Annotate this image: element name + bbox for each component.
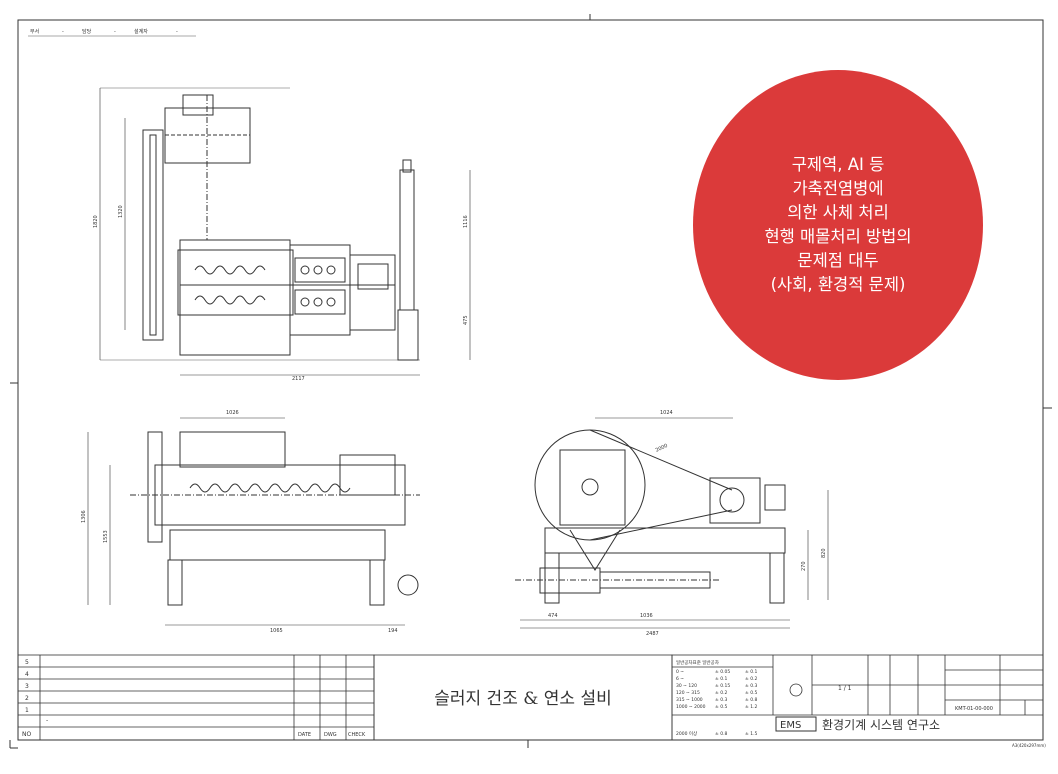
svg-text:1024: 1024 bbox=[660, 410, 673, 416]
revision-label-no: NO bbox=[22, 731, 31, 738]
svg-text:1036: 1036 bbox=[640, 613, 653, 619]
drawing-number: KMT-01-00-000 bbox=[955, 706, 993, 712]
tolerance-table: 일반공차표준 일반공차 0 ~ ± 0.05 ± 0.1 6 ~ ± 0.1 ±… bbox=[676, 659, 757, 737]
revision-row-dash: - bbox=[46, 717, 48, 724]
callout-line: 의한 사체 처리 bbox=[787, 203, 889, 222]
svg-text:1116: 1116 bbox=[463, 215, 469, 228]
svg-text:± 0.3: ± 0.3 bbox=[715, 697, 727, 703]
hopper bbox=[179, 431, 286, 468]
front-view-dimensions: 1026 1065 194 1306 1553 bbox=[81, 410, 398, 634]
sheet-size: A3(420x297mm) bbox=[1012, 743, 1046, 748]
svg-text:± 0.2: ± 0.2 bbox=[745, 676, 757, 682]
column-header-date: DATE bbox=[298, 732, 311, 738]
company-name: 환경기계 시스템 연구소 bbox=[822, 718, 940, 732]
svg-text:270: 270 bbox=[801, 561, 807, 571]
svg-text:일반공차표준 일반공차: 일반공차표준 일반공차 bbox=[676, 659, 720, 666]
title-block-info: 1 / 1 KMT-01-00-000 A3(420x297mm) EMS 환경… bbox=[780, 683, 1046, 748]
front-view-drawing bbox=[87, 417, 420, 626]
revision-marks: 5 4 3 2 1 NO - DATE DWG CHECK bbox=[22, 659, 366, 738]
title-block bbox=[17, 654, 1044, 741]
svg-text:설계자: 설계자 bbox=[134, 28, 148, 35]
top-view-drawing bbox=[99, 87, 471, 376]
side-view-drawing bbox=[515, 417, 829, 629]
svg-text:475: 475 bbox=[463, 315, 469, 325]
callout-line: 가축전염병에 bbox=[792, 179, 884, 198]
callout-circle: 구제역, AI 등 가축전염병에 의한 사체 처리 현행 매몰처리 방법의 문제… bbox=[693, 70, 983, 380]
svg-text:1553: 1553 bbox=[103, 530, 109, 543]
svg-text:1320: 1320 bbox=[118, 205, 124, 218]
revision-mark: 2 bbox=[25, 695, 29, 702]
callout-line: 현행 매몰처리 방법의 bbox=[764, 227, 912, 246]
svg-text:± 0.5: ± 0.5 bbox=[745, 690, 757, 696]
drawing-title: 슬러지 건조 & 연소 설비 bbox=[434, 689, 612, 709]
svg-text:담당: 담당 bbox=[82, 28, 92, 35]
svg-text:2487: 2487 bbox=[646, 631, 659, 637]
callout-line: 문제점 대두 bbox=[797, 251, 879, 270]
callout-text: 구제역, AI 등 가축전염병에 의한 사체 처리 현행 매몰처리 방법의 문제… bbox=[764, 153, 911, 297]
revision-mark: 4 bbox=[25, 671, 29, 678]
svg-text:± 1.2: ± 1.2 bbox=[745, 704, 757, 710]
svg-text:± 0.3: ± 0.3 bbox=[745, 683, 757, 689]
svg-text:± 0.8: ± 0.8 bbox=[745, 697, 757, 703]
scale-value: 1 / 1 bbox=[838, 685, 852, 692]
belt-guard bbox=[142, 129, 164, 341]
header-fields: 부서 - 담당 - 설계자 - bbox=[28, 28, 196, 37]
stack-pipe bbox=[399, 169, 415, 311]
svg-text:± 0.1: ± 0.1 bbox=[745, 669, 757, 675]
svg-text:± 1.5: ± 1.5 bbox=[745, 731, 757, 737]
svg-text:30 ~ 120: 30 ~ 120 bbox=[676, 683, 697, 689]
svg-text:1306: 1306 bbox=[81, 510, 87, 523]
company-logo: EMS bbox=[780, 720, 801, 731]
column-header-check: CHECK bbox=[348, 732, 366, 738]
svg-text:474: 474 bbox=[548, 613, 558, 619]
svg-text:± 0.05: ± 0.05 bbox=[715, 669, 730, 675]
svg-text:-: - bbox=[114, 29, 116, 35]
center-marks bbox=[9, 14, 1052, 749]
svg-text:± 0.1: ± 0.1 bbox=[715, 676, 727, 682]
side-view-dimensions: 1024 2000 820 270 474 1036 2487 bbox=[548, 410, 827, 637]
svg-text:2000 이상: 2000 이상 bbox=[676, 730, 697, 737]
callout-line: 구제역, AI 등 bbox=[791, 155, 885, 174]
svg-text:± 0.2: ± 0.2 bbox=[715, 690, 727, 696]
svg-text:1000 ~ 2000: 1000 ~ 2000 bbox=[676, 704, 706, 710]
svg-text:2000: 2000 bbox=[655, 443, 669, 454]
svg-text:1820: 1820 bbox=[93, 215, 99, 228]
revision-mark: 5 bbox=[25, 659, 29, 666]
svg-text:± 0.5: ± 0.5 bbox=[715, 704, 727, 710]
header-label-dept: 부서 bbox=[30, 28, 39, 35]
callout-line: (사회, 환경적 문제) bbox=[770, 275, 906, 294]
top-view-dimensions: 2117 1820 1320 1116 475 bbox=[93, 205, 469, 382]
base-frame bbox=[169, 529, 386, 561]
svg-text:6 ~: 6 ~ bbox=[676, 676, 684, 682]
svg-text:820: 820 bbox=[821, 548, 827, 558]
column-header-dwg: DWG bbox=[324, 732, 337, 738]
revision-mark: 3 bbox=[25, 683, 29, 690]
svg-text:120 ~ 315: 120 ~ 315 bbox=[676, 690, 700, 696]
svg-text:1065: 1065 bbox=[270, 628, 283, 634]
svg-text:± 0.15: ± 0.15 bbox=[715, 683, 730, 689]
svg-text:1026: 1026 bbox=[226, 410, 239, 416]
svg-text:194: 194 bbox=[388, 628, 398, 634]
svg-text:± 0.8: ± 0.8 bbox=[715, 731, 727, 737]
svg-text:315 ~ 1000: 315 ~ 1000 bbox=[676, 697, 703, 703]
svg-text:2117: 2117 bbox=[292, 376, 305, 382]
revision-mark: 1 bbox=[25, 707, 29, 714]
svg-text:0 ~: 0 ~ bbox=[676, 669, 684, 675]
svg-text:-: - bbox=[176, 29, 178, 35]
svg-text:-: - bbox=[62, 29, 64, 35]
